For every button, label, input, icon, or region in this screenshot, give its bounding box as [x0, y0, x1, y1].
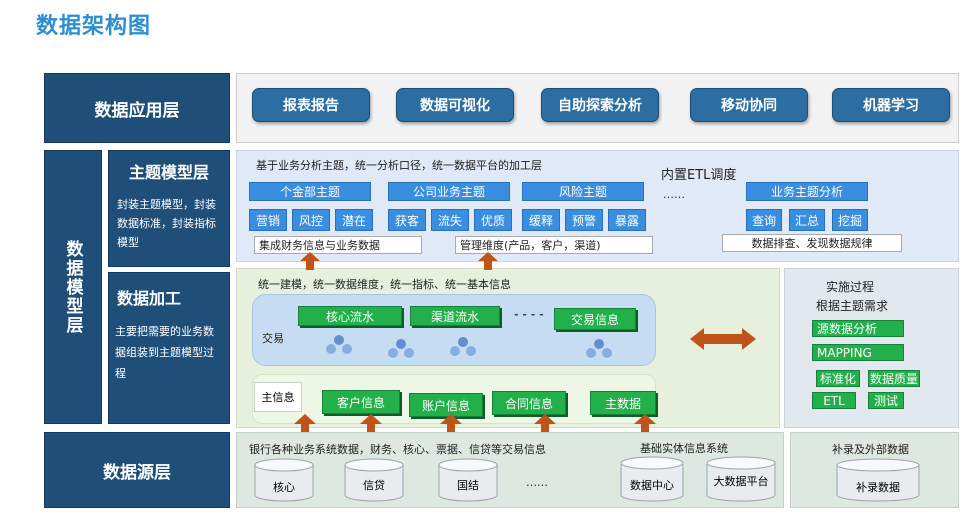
processing-top-text: 统一建模，统一数据维度，统一指标、统一基本信息 — [258, 278, 511, 291]
impl-source-analysis[interactable]: 源数据分析 — [812, 320, 904, 337]
database-icon: 核心 — [254, 458, 314, 502]
theme-group-corporate[interactable]: 公司业务主题 — [388, 182, 510, 201]
app-item-ml[interactable]: 机器学习 — [832, 88, 950, 122]
database-icon: 数据中心 — [620, 456, 684, 502]
app-item-mobile[interactable]: 移动协同 — [690, 88, 808, 122]
processing-label: 数据加工 — [117, 289, 182, 308]
source-credit: 信贷 — [363, 479, 385, 492]
app-layer-label: 数据应用层 — [44, 73, 230, 143]
theme-item-churn[interactable]: 流失 — [431, 209, 469, 231]
theme-group-retail[interactable]: 个金部主题 — [249, 182, 371, 201]
theme-group-analysis[interactable]: 业务主题分析 — [746, 182, 868, 201]
master-contract[interactable]: 合同信息 — [492, 391, 566, 415]
up-arrow-icon — [534, 414, 556, 434]
analysis-item-mining[interactable]: 挖掘 — [832, 209, 868, 231]
flow-transaction[interactable]: 交易信息 — [554, 308, 636, 330]
note-management-dimension: 管理维度(产品，客户，渠道) — [455, 236, 653, 254]
impl-subtitle: 根据主题需求 — [816, 299, 889, 313]
impl-standardize[interactable]: 标准化 — [816, 370, 860, 387]
analysis-item-summary[interactable]: 汇总 — [789, 209, 825, 231]
database-cluster-icon — [326, 335, 352, 354]
app-item-visualization[interactable]: 数据可视化 — [396, 88, 514, 122]
app-item-report[interactable]: 报表报告 — [252, 88, 370, 122]
double-arrow-icon — [690, 328, 756, 350]
up-arrow-icon — [634, 414, 656, 434]
theme-item-quality[interactable]: 优质 — [474, 209, 512, 231]
theme-group-risk[interactable]: 风险主题 — [522, 182, 644, 201]
source-big-data: 大数据平台 — [713, 475, 769, 488]
master-customer[interactable]: 客户信息 — [322, 390, 400, 414]
impl-etl[interactable]: ETL — [812, 392, 856, 409]
up-arrow-icon — [360, 414, 382, 434]
source-intl-settlement: 国结 — [457, 479, 479, 492]
impl-data-quality[interactable]: 数据质量 — [868, 370, 920, 387]
impl-mapping[interactable]: MAPPING — [812, 344, 904, 361]
theme-item-exposure[interactable]: 暴露 — [608, 209, 646, 231]
impl-test[interactable]: 测试 — [868, 392, 904, 409]
database-icon: 国结 — [438, 458, 498, 502]
note-data-discovery: 数据排查、发现数据规律 — [722, 234, 902, 252]
source-ellipsis: …… — [526, 476, 548, 489]
database-icon: 补录数据 — [836, 458, 920, 502]
up-arrow-icon — [300, 252, 320, 270]
flow-channel[interactable]: 渠道流水 — [410, 306, 500, 326]
database-cluster-icon — [450, 337, 476, 356]
theme-item-marketing[interactable]: 营销 — [249, 209, 287, 231]
theme-model-label: 主题模型层 — [128, 163, 209, 182]
theme-ellipsis: …… — [663, 188, 685, 201]
theme-item-warning[interactable]: 预警 — [565, 209, 603, 231]
up-arrow-icon — [478, 252, 498, 270]
theme-model-desc: 封装主题模型，封装数据标准，封装指标模型 — [117, 198, 216, 249]
database-cluster-icon — [388, 339, 414, 358]
page-title: 数据架构图 — [36, 14, 152, 39]
base-text: 基础实体信息系统 — [640, 442, 728, 455]
database-icon: 大数据平台 — [706, 456, 776, 502]
master-data[interactable]: 主数据 — [590, 391, 656, 415]
app-item-self-analysis[interactable]: 自助探索分析 — [541, 88, 659, 122]
flow-dashes: - - - - — [514, 308, 544, 321]
etl-schedule-text: 内置ETL调度 — [661, 168, 737, 183]
theme-item-acquisition[interactable]: 获客 — [388, 209, 426, 231]
master-account[interactable]: 账户信息 — [409, 393, 483, 417]
trade-label: 交易 — [262, 332, 284, 345]
theme-top-text: 基于业务分析主题，统一分析口径，统一数据平台的加工层 — [256, 159, 542, 172]
master-label: 主信息 — [254, 382, 302, 412]
theme-model-panel: 主题模型层 封装主题模型，封装数据标准，封装指标模型 — [108, 150, 230, 267]
analysis-item-query[interactable]: 查询 — [746, 209, 782, 231]
source-data-center: 数据中心 — [630, 479, 674, 492]
source-core: 核心 — [273, 481, 295, 494]
database-cluster-icon — [586, 339, 612, 358]
processing-panel: 数据加工 主要把需要的业务数据组装到主题模型过程 — [108, 272, 230, 424]
flow-core[interactable]: 核心流水 — [298, 306, 402, 326]
theme-item-risk-control[interactable]: 风控 — [292, 209, 330, 231]
source-panel — [236, 432, 784, 508]
impl-title: 实施过程 — [826, 280, 875, 294]
up-arrow-icon — [440, 414, 462, 434]
external-text: 补录及外部数据 — [832, 443, 909, 456]
model-layer-label: 数据模型层 — [44, 150, 102, 424]
note-integrate-finance: 集成财务信息与业务数据 — [254, 236, 422, 254]
up-arrow-icon — [294, 414, 316, 434]
source-layer-label: 数据源层 — [44, 432, 230, 508]
theme-item-potential[interactable]: 潜在 — [335, 209, 373, 231]
database-icon: 信贷 — [344, 458, 404, 502]
theme-item-mitigation[interactable]: 缓释 — [522, 209, 560, 231]
processing-desc: 主要把需要的业务数据组装到主题模型过程 — [115, 325, 214, 380]
bank-text: 银行各种业务系统数据，财务、核心、票据、信贷等交易信息 — [249, 443, 546, 456]
source-supplement: 补录数据 — [856, 481, 900, 494]
